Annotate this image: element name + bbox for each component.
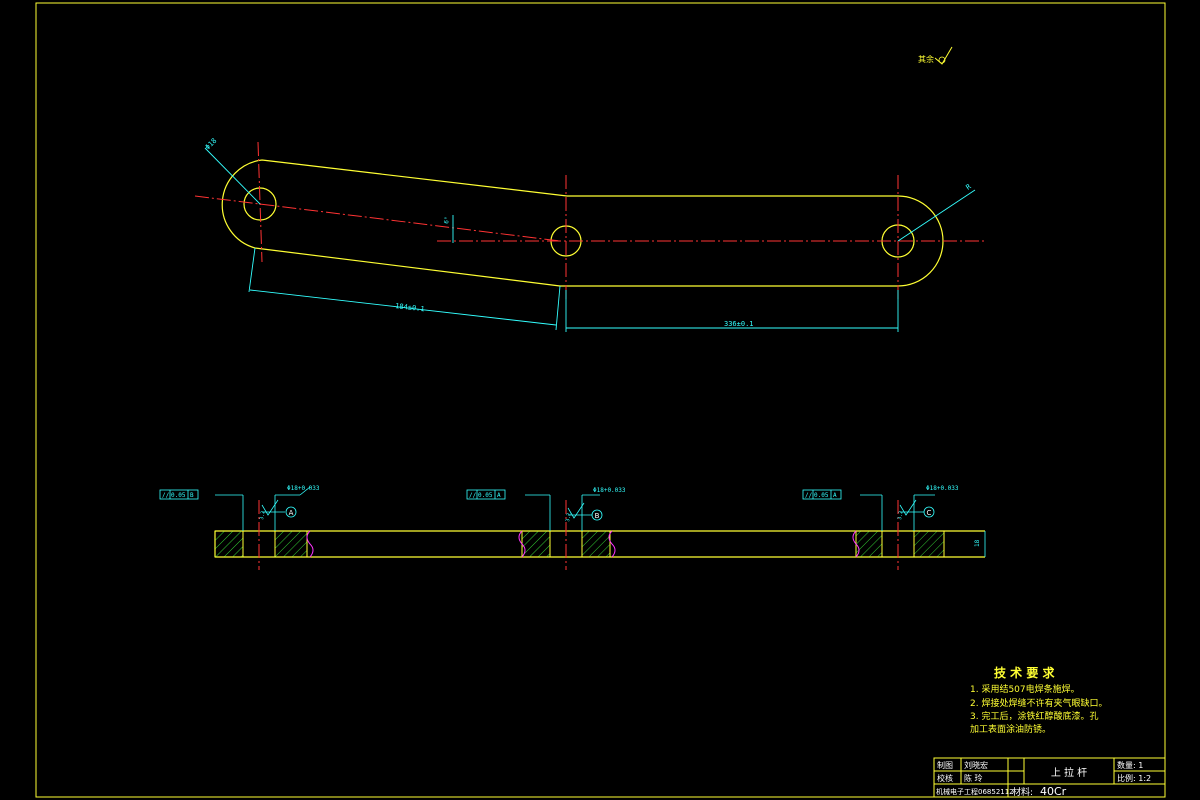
drawn-name: 刘晓宏: [964, 760, 988, 770]
tolerance-frame-3: // 0.05 A: [802, 489, 842, 500]
roughness-a: 3.2: [259, 510, 266, 520]
link-plan-view: Φ18 R 6° 184±0.1 336±0.1: [194, 137, 985, 332]
tech-requirements-title: 技 术 要 求: [994, 665, 1056, 680]
svg-text:A: A: [289, 509, 294, 517]
left-arm-outline: [221, 159, 568, 287]
dim-length-left: 184±0.1: [395, 302, 425, 313]
dim-bore-c: Φ18+0.033: [926, 485, 959, 492]
roughness-c: 3.2: [897, 510, 904, 520]
scale: 比例: 1:2: [1117, 773, 1151, 783]
dim-hole-right: R: [965, 182, 974, 191]
dim-angle: 6°: [443, 216, 451, 224]
tech-req-item-2: 2. 焊接处焊缝不许有夹气眼缺口。: [970, 697, 1107, 709]
tech-req-item-4: 加工表面涂油防锈。: [970, 723, 1051, 735]
tolerance-frame-2: // 0.05 A: [466, 489, 506, 500]
tech-requirements: 技 术 要 求 1. 采用结507电焊条施焊。 2. 焊接处焊缝不许有夹气眼缺口…: [970, 665, 1107, 735]
drawn-label: 制图: [937, 760, 953, 770]
dim-bore-a: Φ18+0.033: [287, 485, 320, 492]
roughness-symbol: [934, 46, 953, 65]
svg-text://: //: [469, 492, 477, 499]
checked-name: 陈 玲: [964, 773, 983, 783]
svg-text:A: A: [497, 492, 501, 499]
section-view: Φ18+0.033 Φ18+0.033 Φ18+0.033 18 3.2 3.2…: [159, 485, 986, 570]
svg-text:0.05: 0.05: [171, 492, 186, 499]
svg-text://: //: [805, 492, 813, 499]
svg-text://: //: [162, 492, 170, 499]
sheet-border: [35, 2, 1166, 798]
roughness-b: 3.2: [565, 512, 572, 522]
title-block-text: 制图 刘晓宏 校核 陈 玲 机械电子工程06852112 上 拉 杆 数量: 1…: [936, 760, 1151, 798]
svg-text:0.05: 0.05: [478, 492, 493, 499]
datum-b: B: [591, 509, 603, 521]
tolerance-frame-1: // 0.05 B: [159, 489, 199, 500]
school-code: 机械电子工程06852112: [936, 787, 1014, 796]
svg-text:B: B: [595, 512, 600, 520]
title-block: [933, 757, 1166, 798]
quantity: 数量: 1: [1117, 760, 1143, 770]
dim-length-right: 336±0.1: [724, 320, 754, 328]
svg-text:B: B: [190, 492, 194, 499]
surface-finish-note: 其余: [918, 46, 953, 65]
dimensions-plan: [204, 147, 976, 332]
dim-hole-left: Φ18: [204, 137, 219, 152]
tech-req-item-3: 3. 完工后，涂铁红醇酸底漆。孔: [970, 710, 1098, 722]
tech-req-item-1: 1. 采用结507电焊条施焊。: [970, 683, 1080, 695]
datum-c: C: [923, 506, 935, 518]
dim-thickness: 18: [974, 539, 981, 547]
dim-bore-b: Φ18+0.033: [593, 487, 626, 494]
material-label: 材料:: [1012, 786, 1033, 798]
datum-a: A: [285, 506, 297, 518]
svg-text:C: C: [927, 509, 932, 517]
svg-text:0.05: 0.05: [814, 492, 829, 499]
hatched-sections: [214, 530, 945, 558]
svg-text:A: A: [833, 492, 837, 499]
break-lines: [306, 530, 860, 558]
checked-label: 校核: [937, 773, 953, 783]
material-value: 40Cr: [1040, 785, 1067, 798]
centerlines: [194, 141, 985, 300]
part-name: 上 拉 杆: [1051, 766, 1087, 779]
surface-finish-label: 其余: [918, 54, 934, 64]
